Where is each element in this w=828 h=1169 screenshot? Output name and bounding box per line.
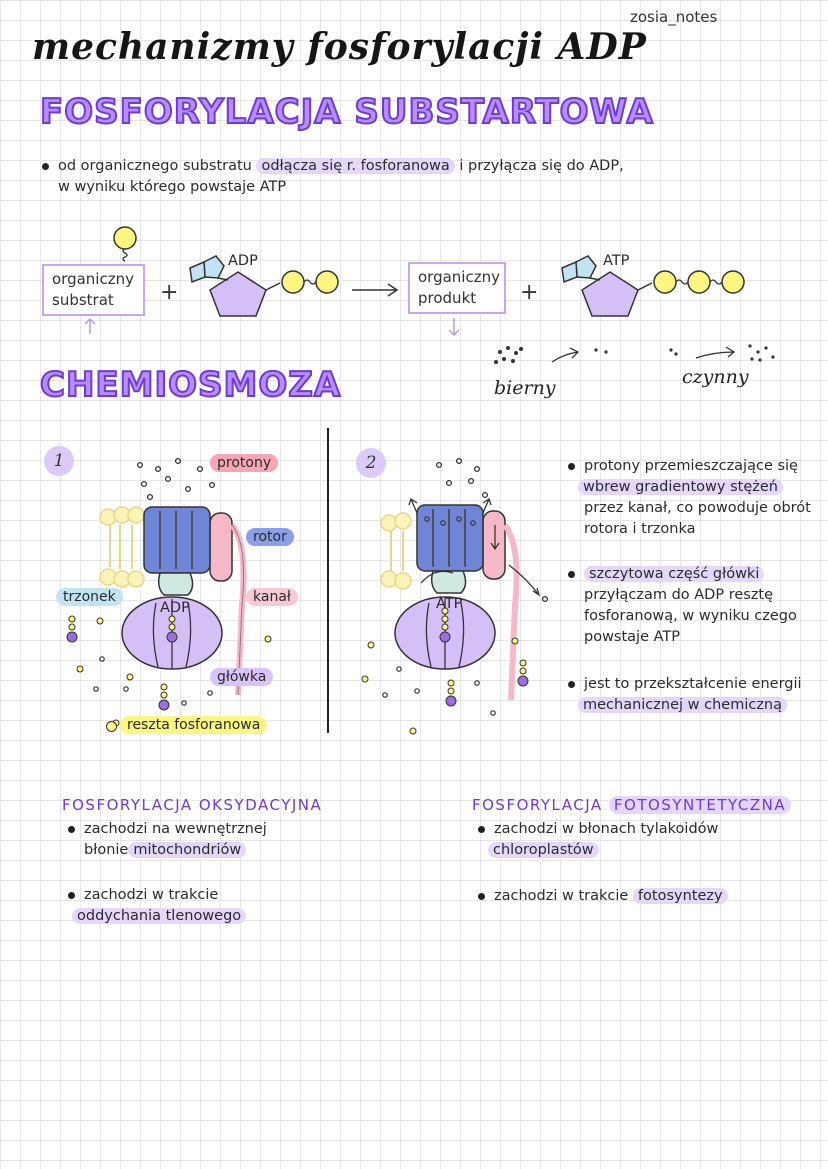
label-adp-head: ADP [160, 600, 190, 616]
arrow-up-icon [84, 317, 96, 334]
photosynthetic-bullet-2: zachodzi w trakcie fotosyntezy [478, 886, 728, 907]
label-stalk: trzonek [56, 588, 123, 606]
active-label: czynny [682, 366, 749, 388]
highlight: odłącza się r. fosforanowa [256, 158, 455, 174]
section-title-chemiosmosis: CHEMIOSMOZA [39, 364, 342, 406]
label-rotor: rotor [246, 528, 294, 546]
atp-label: ATP [603, 253, 630, 269]
photosynthetic-title: FOSFORYLACJA FOTOSYNTETYCZNA [472, 796, 792, 814]
panel-number-1: 1 [44, 446, 74, 476]
section-title-substrate: FOSFORYLACJA SUBSTARTOWA [39, 91, 654, 133]
label-head: główka [210, 668, 274, 686]
panel-number-2: 2 [356, 448, 386, 478]
atp-synthase-diagram-1 [66, 457, 272, 727]
substrate-bullet-line2: w wyniku którego powstaje ATP [58, 179, 287, 195]
adp-molecule-icon [189, 255, 339, 317]
substrate-box: organiczny substrat [42, 264, 145, 316]
chemiosmosis-bullet-3: jest to przekształcenie energii mechanic… [568, 674, 802, 716]
photosynthetic-bullet-1: zachodzi w błonach tylakoidów chloroplas… [478, 819, 718, 861]
oxidative-title: FOSFORYLACJA OKSYDACYJNA [62, 796, 323, 814]
label-atp-head: ATP [436, 596, 463, 612]
substrate-bullet: od organicznego substratu odłącza się r.… [42, 156, 624, 177]
passive-label: bierny [494, 377, 556, 399]
adp-label: ADP [228, 253, 258, 269]
transport-sketch-icon [494, 344, 775, 364]
label-protons: protony [210, 454, 279, 472]
product-box: organiczny produkt [408, 262, 506, 314]
phosphate-legend-icon [106, 721, 117, 732]
atp-synthase-diagram-2 [361, 457, 549, 735]
plus-sign: + [160, 280, 179, 305]
chemiosmosis-bullet-1: protony przemieszczające się wbrew gradi… [568, 456, 811, 540]
phosphate-on-substrate-icon [113, 226, 137, 262]
panel-divider [327, 428, 329, 733]
reaction-arrow-icon [352, 283, 399, 297]
bullet-dot [42, 162, 49, 170]
atp-molecule-icon [561, 255, 745, 317]
page-title: mechanizmy fosforylacji ADP [32, 26, 647, 68]
chemiosmosis-bullet-2: szczytowa część główki przyłączam do ADP… [568, 564, 797, 648]
arrow-down-icon [448, 318, 460, 337]
plus-sign-2: + [520, 280, 539, 305]
label-channel: kanał [246, 588, 298, 606]
author-handle: zosia_notes [630, 8, 718, 26]
oxidative-bullet-2: zachodzi w trakcie oddychania tlenowego [68, 885, 247, 927]
label-phosphate: reszta fosforanowa [120, 716, 268, 734]
